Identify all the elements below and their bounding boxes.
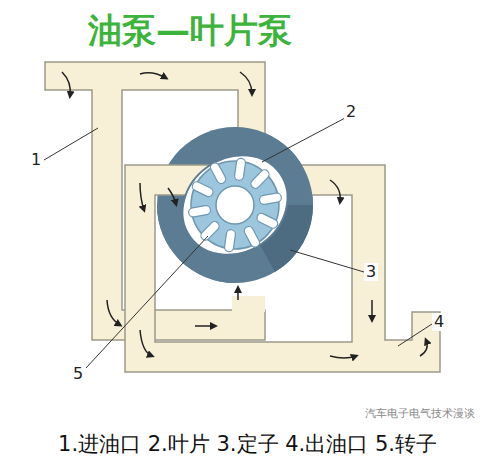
vane [209,161,227,185]
caption: 1.进油口 2.叶片 3.定子 4.出油口 5.转子 [58,432,437,456]
vane [191,180,215,198]
vane [199,220,221,242]
callout-number: 2 [344,103,358,121]
vane [259,192,282,205]
callout-number: 5 [71,365,85,383]
title: 油泵—叶片泵 [88,11,292,50]
callout-number: 3 [364,263,378,281]
vane [234,158,246,181]
vane [243,225,261,249]
vanes [188,158,282,252]
vane [249,168,271,190]
vane [255,212,279,230]
inlet-channel-joint [232,296,265,312]
vane [224,229,236,252]
watermark: 汽车电子电气技术漫谈 [363,408,477,421]
callout-number: 4 [432,313,446,331]
shaft-hole [216,186,254,224]
stator [157,127,313,283]
flow-arrows [62,72,427,358]
leader-lines [44,118,432,368]
callout-number: 1 [29,151,43,169]
vane [188,205,211,218]
cam-cavity [163,135,307,275]
